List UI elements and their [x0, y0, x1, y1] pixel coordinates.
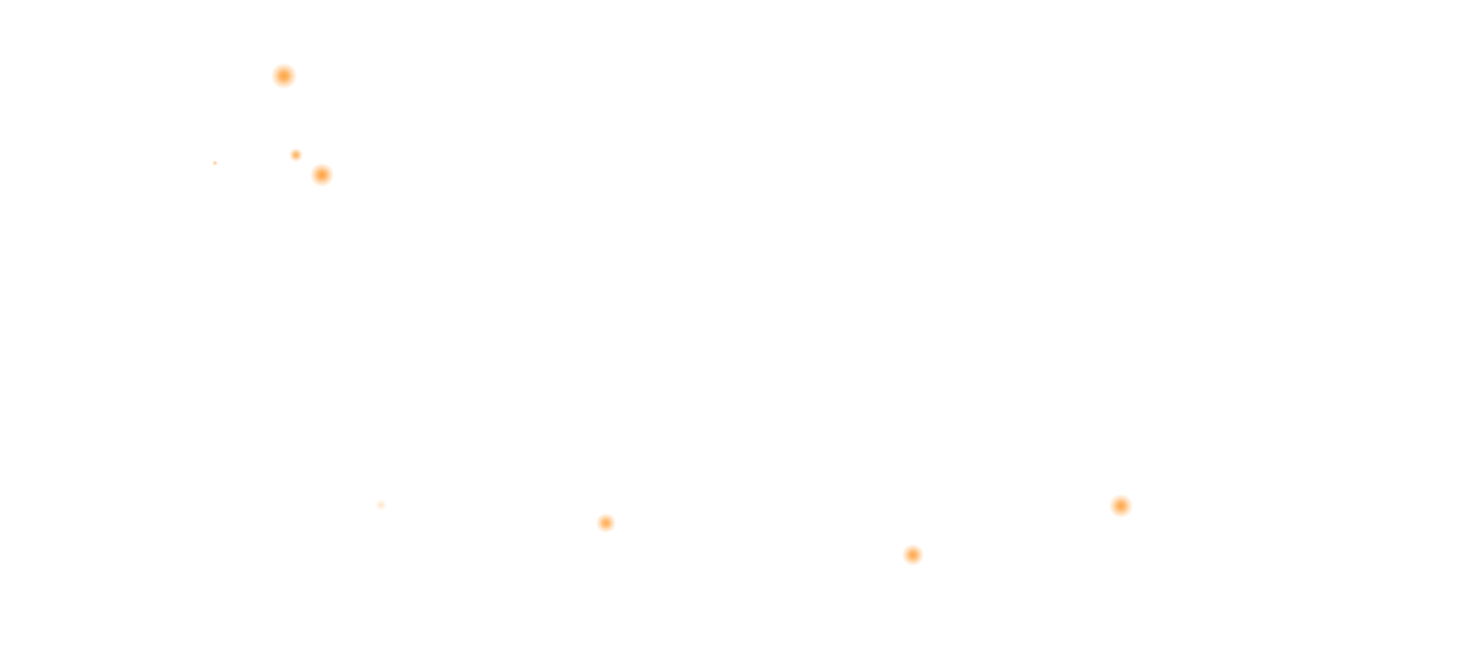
glow-particle	[596, 513, 616, 533]
glow-particle	[310, 163, 334, 187]
glow-particle	[212, 160, 218, 166]
glow-particle	[902, 544, 924, 566]
glow-particle	[289, 148, 303, 162]
glow-particle	[271, 63, 297, 89]
glow-particle	[1109, 494, 1133, 518]
glow-particle	[375, 499, 387, 511]
